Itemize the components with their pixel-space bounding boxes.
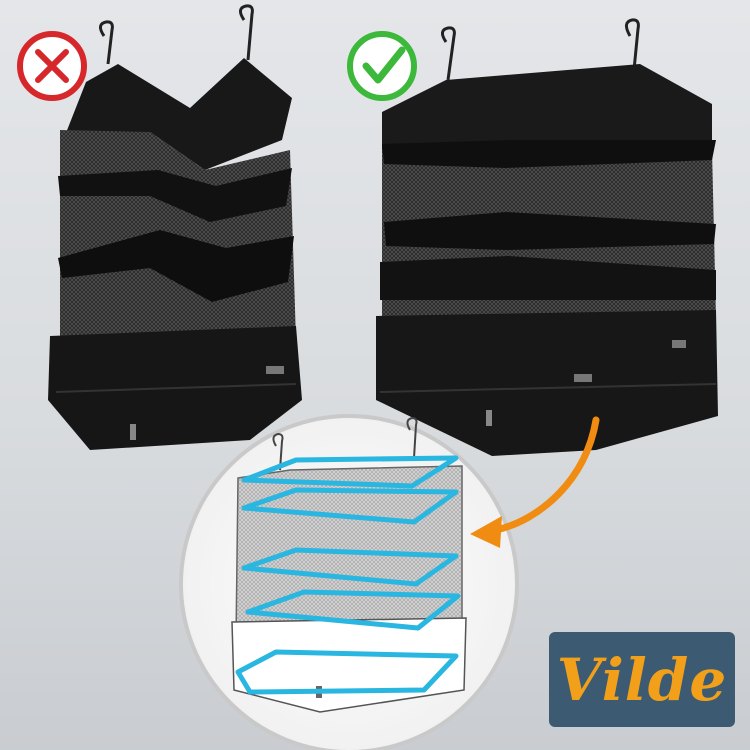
frame-detail-circle: [179, 414, 519, 750]
check-icon: [362, 46, 406, 84]
cross-icon: [35, 49, 69, 83]
brand-logo-text: Vilde: [556, 645, 728, 714]
curved-arrow-icon: [470, 416, 600, 548]
brand-logo: Vilde: [549, 632, 735, 727]
correct-badge: [347, 31, 417, 101]
collapsed-organizer: [48, 4, 302, 450]
frame-highlights: [235, 455, 461, 695]
check-circle-icon: [347, 31, 417, 101]
expanded-organizer: [376, 18, 718, 456]
incorrect-badge: [17, 31, 87, 101]
